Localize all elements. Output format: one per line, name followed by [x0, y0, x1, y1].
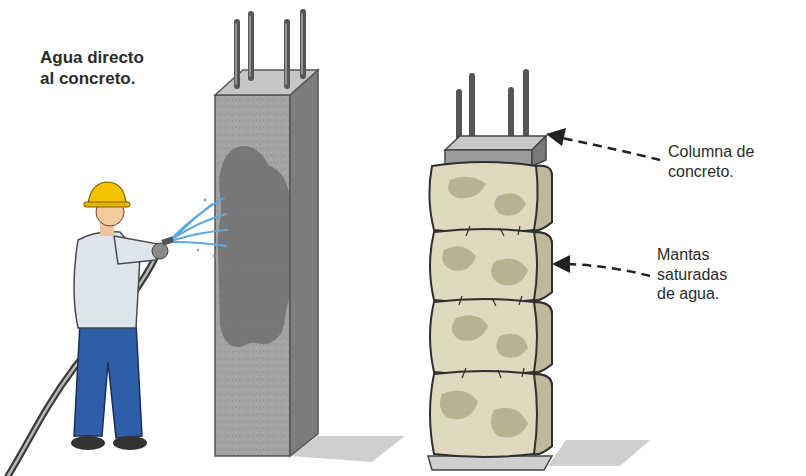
rebar — [300, 12, 306, 76]
arm — [114, 236, 158, 264]
rebar — [469, 76, 475, 142]
nozzle — [161, 236, 174, 245]
leader-line — [568, 264, 650, 276]
wet-stain — [452, 315, 488, 340]
boot — [71, 436, 105, 450]
column-side — [290, 70, 318, 456]
helmet-brim — [84, 202, 130, 207]
sprayed-column — [215, 12, 405, 462]
water-stream — [174, 242, 226, 246]
column-top — [445, 136, 546, 150]
callout-label: Columna de concreto. — [668, 142, 760, 181]
column-side — [532, 136, 546, 166]
blanket — [430, 299, 552, 375]
arrowhead — [546, 128, 566, 146]
wet-stain — [442, 246, 476, 271]
wet-stain — [494, 193, 526, 215]
blanket-side — [534, 232, 552, 300]
blanket-side — [534, 374, 552, 454]
callout-arrows — [546, 128, 660, 276]
rebar-highlight — [235, 24, 237, 84]
wet-stain — [491, 408, 528, 438]
worker — [8, 182, 175, 476]
glove — [152, 243, 168, 259]
column-front — [215, 95, 290, 456]
rebar — [248, 14, 254, 78]
ties — [459, 226, 524, 378]
water-spray — [174, 198, 227, 257]
tie — [466, 226, 520, 236]
column-shadow — [548, 440, 650, 466]
blanket-side — [534, 302, 552, 372]
wet-stain — [448, 177, 486, 198]
wet-patch — [218, 146, 289, 347]
callout-label: Agua directo al concreto. — [40, 48, 162, 89]
water-drop — [204, 199, 207, 202]
water-stream — [175, 204, 212, 237]
wet-stain — [496, 334, 528, 358]
water-drop — [197, 249, 199, 251]
tie — [459, 296, 522, 306]
blanket — [430, 229, 552, 303]
blanket — [430, 371, 552, 457]
rebar — [284, 22, 290, 86]
rebar-highlight — [301, 14, 303, 74]
leader-line — [562, 138, 660, 160]
arrowhead — [552, 255, 570, 273]
rebars — [236, 12, 303, 86]
wet-stains — [440, 177, 528, 438]
blankets — [429, 162, 552, 457]
rebar — [523, 72, 529, 142]
callout-label: Mantas saturadas de agua. — [657, 245, 743, 304]
rebar-highlight — [285, 24, 287, 84]
blanket-side — [534, 166, 552, 231]
tie — [462, 368, 524, 378]
water-drop — [213, 255, 216, 258]
column-base — [428, 456, 552, 470]
blanket — [429, 162, 552, 233]
wrapped-column — [428, 72, 650, 470]
rebar — [234, 22, 240, 86]
rebar-highlight — [249, 16, 251, 76]
wet-stain — [491, 258, 528, 285]
boot — [113, 436, 147, 450]
pants — [74, 322, 142, 438]
wet-stain — [440, 390, 478, 419]
